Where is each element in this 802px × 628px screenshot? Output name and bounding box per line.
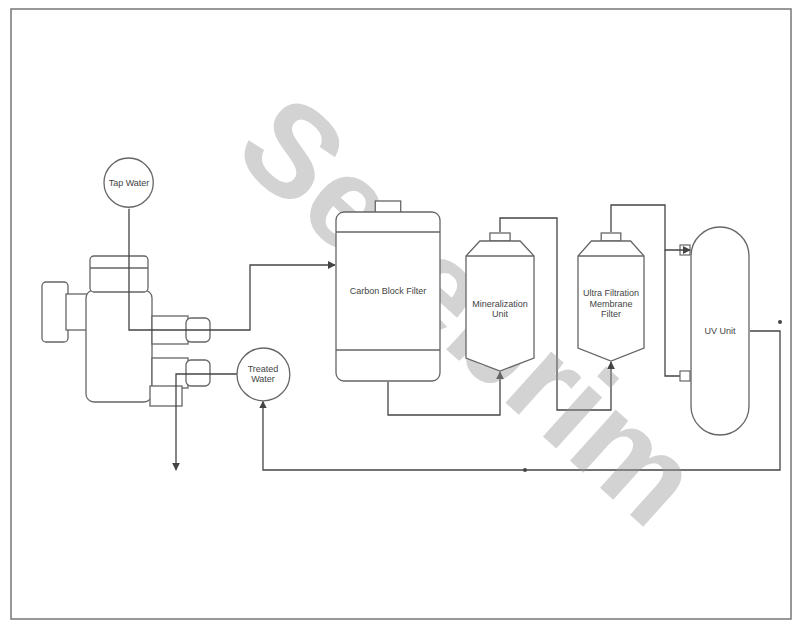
capsule-outline [691,227,749,435]
node-label: Ultra Filtration Membrane Filter [582,288,640,319]
cap-ring [90,267,148,268]
cartridge-band [466,255,534,256]
circle-outline [104,158,153,207]
uv-ports [680,245,690,381]
filter-body [336,212,440,381]
cartridge-neck [601,233,621,241]
filter-cartridge: Ultra Filtration Membrane Filter [576,232,646,362]
faucet-line [176,374,238,470]
valve-handle [42,282,68,342]
node-label: Mineralization Unit [470,299,530,320]
cartridge-body [578,241,644,361]
filter-cartridge: Mineralization Unit [464,232,536,372]
outlet-fitting [186,360,210,386]
water-circle: Tap Water [103,157,154,208]
cartridge-neck [490,233,510,241]
uv-capsule: UV Unit [690,226,750,436]
water-circle: Treated Water [236,347,291,402]
uv-port [680,371,690,381]
valve-body [86,290,152,402]
valve-cap [90,256,148,292]
valve [42,256,210,406]
outlet-port [152,358,188,388]
node-label: UV Unit [704,326,735,336]
frame [11,9,791,619]
node-label: Carbon Block Filter [350,286,427,296]
flow-dot [778,320,782,324]
node-label: Tap Water [109,178,150,188]
uv-return-line [665,250,690,376]
valve-stem [66,294,88,330]
filter-band [336,349,440,350]
pipe-connector [129,209,335,330]
circle-outline [237,348,290,401]
filter-band [336,231,440,232]
filter-cap [375,201,400,213]
node-label: Treated Water [240,364,287,385]
cartridge-body [466,241,534,371]
drain-port [150,386,182,406]
filter-cartridge: Carbon Block Filter [335,200,441,382]
cartridge-band [578,255,644,256]
